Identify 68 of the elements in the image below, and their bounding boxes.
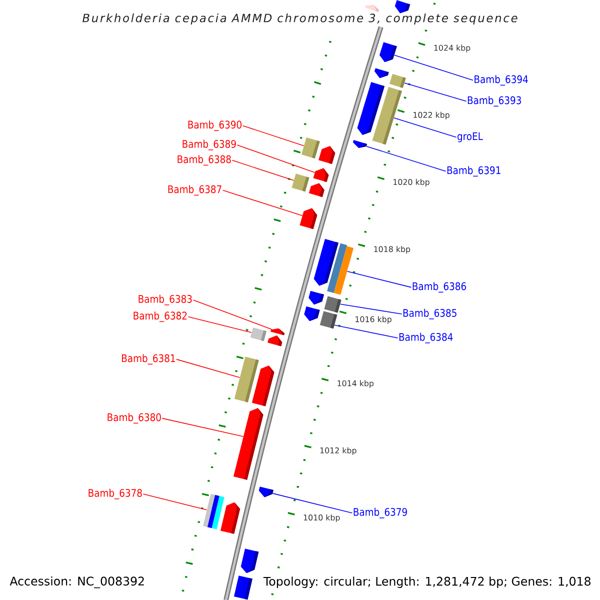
leader-line [142, 494, 208, 510]
feature-block [301, 137, 320, 158]
feature-block [372, 86, 402, 145]
gene-label: Bamb_6383 [138, 294, 192, 306]
gene-label: Bamb_6389 [182, 140, 236, 150]
footer-text: Topology: circular; Length: 1,281,472 bp; Genes: 1,018 [263, 576, 590, 588]
title: Burkholderia cepacia AMMD chromosome 3, complete sequence [82, 14, 518, 25]
gene-label: Bamb_6378 [88, 488, 142, 500]
gene-feature [270, 328, 285, 336]
feature-stripe [207, 494, 220, 528]
gene-feature [233, 408, 264, 480]
gene-feature [352, 140, 368, 148]
leader-line [188, 316, 252, 333]
gene-feature [318, 146, 336, 164]
gene-feature [380, 42, 397, 62]
gene-feature [258, 486, 274, 498]
gene-feature [394, 0, 410, 14]
feature-block [250, 327, 266, 342]
gene-feature [304, 306, 320, 322]
gene-label: Bamb_6394 [474, 75, 528, 86]
feature-block [320, 311, 338, 329]
gene-feature [240, 548, 259, 574]
leader-line [366, 146, 446, 172]
gene-label: Bamb_6388 [178, 155, 231, 166]
feature-stripe [212, 496, 224, 530]
leader-line [394, 118, 457, 138]
gene-label: Bamb_6385 [403, 308, 456, 320]
leader-line [404, 82, 467, 102]
leader-line [394, 54, 474, 81]
leader-line [236, 144, 316, 173]
gene-label: groEL [458, 132, 483, 142]
gene-feature [268, 335, 282, 346]
gene-feature [252, 365, 274, 406]
leader-line [222, 190, 303, 216]
feature-block [292, 174, 310, 192]
gene-feature [300, 208, 318, 230]
leader-line [162, 418, 244, 437]
leader-line [346, 270, 412, 288]
gene-feature [313, 168, 329, 182]
gene-feature [220, 502, 240, 534]
leader-line [272, 493, 353, 514]
gene-label: Bamb_6384 [399, 332, 453, 344]
leader-line [334, 324, 398, 338]
footer-text: Accession: NC_008392 [10, 576, 144, 588]
gene-label: Bamb_6393 [468, 96, 521, 107]
feature-block [234, 576, 252, 600]
gene-label: Bamb_6381 [122, 354, 175, 365]
feature-stripe [334, 246, 354, 295]
gene-feature [365, 4, 380, 12]
gene-feature [308, 183, 324, 198]
gene-label: Bamb_6391 [447, 166, 500, 177]
gene-label: Bamb_6390 [188, 120, 242, 131]
gene-label: Bamb_6387 [168, 185, 222, 196]
leader-line [340, 304, 402, 314]
feature-stripe [203, 494, 216, 528]
leader-line [176, 358, 240, 378]
gene-label: Bamb_6379 [354, 508, 407, 518]
leader-line [242, 125, 304, 146]
gene-feature [374, 68, 389, 78]
feature-block [389, 74, 406, 88]
leader-line [232, 160, 294, 181]
gene-label: Bamb_6382 [134, 312, 187, 322]
gene-label: Bamb_6380 [108, 413, 161, 424]
feature-block [324, 296, 342, 313]
feature-stripe [327, 243, 348, 293]
leader-line [192, 300, 272, 330]
gene-label: Bamb_6386 [412, 282, 466, 293]
gene-feature [308, 290, 324, 305]
